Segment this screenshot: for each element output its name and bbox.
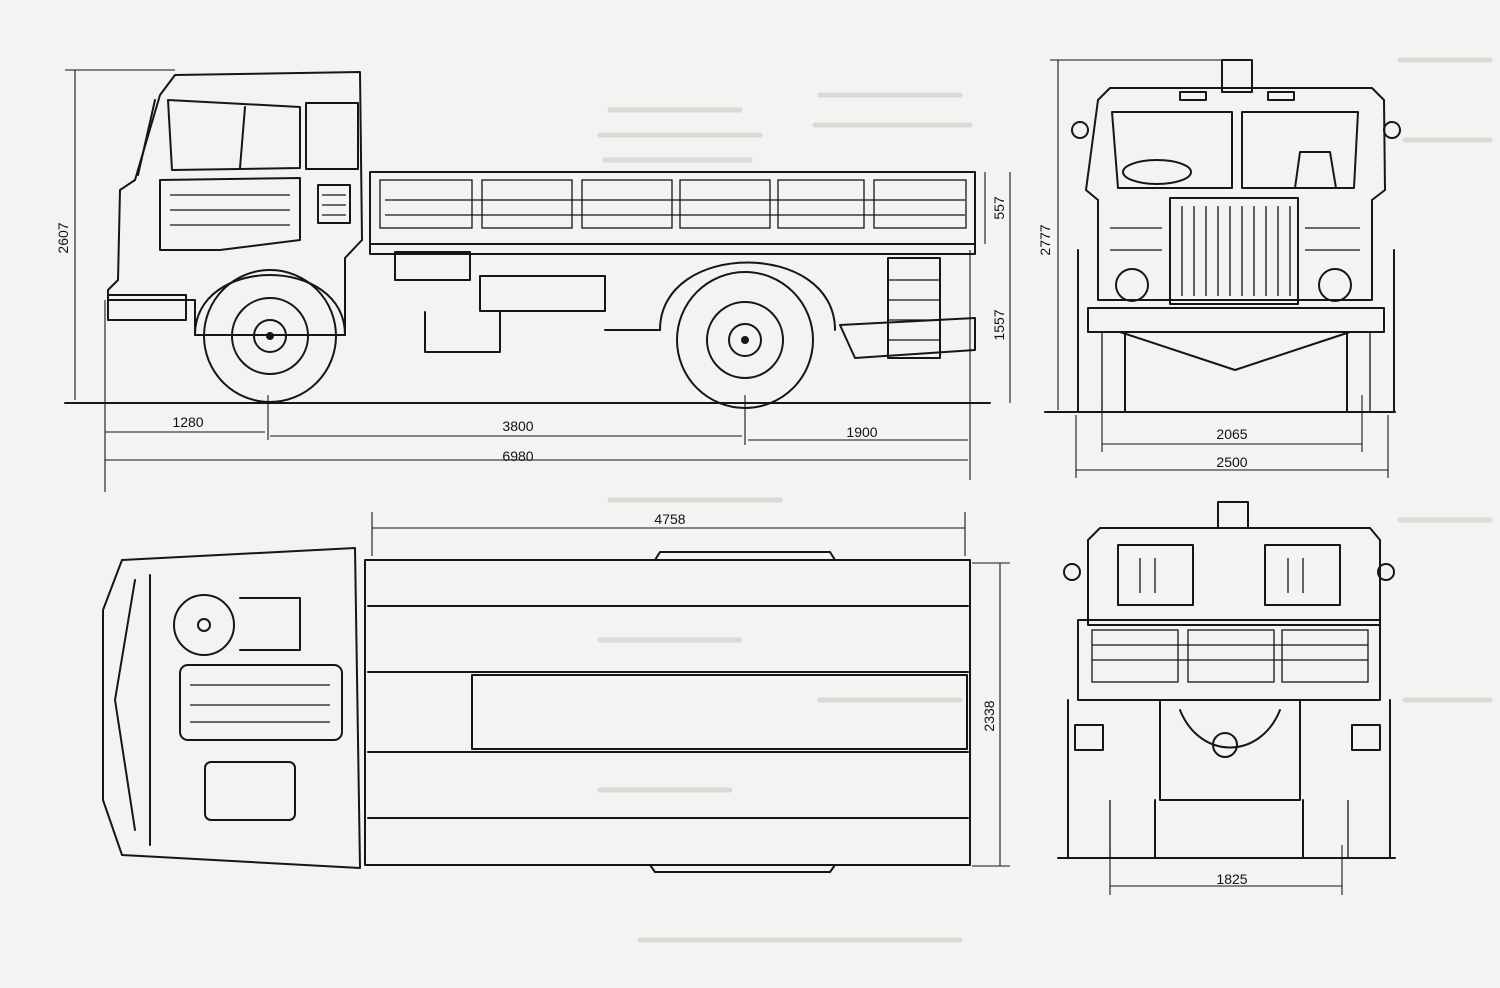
rear-dimensions bbox=[1109, 845, 1343, 895]
side-vent bbox=[317, 184, 351, 224]
rear-wheel bbox=[676, 271, 814, 409]
rear-cab-window bbox=[305, 102, 359, 170]
front-bumper bbox=[1087, 307, 1385, 333]
headlight-right bbox=[1318, 268, 1352, 302]
windshield-right bbox=[1241, 111, 1359, 189]
headlight-left bbox=[1115, 268, 1149, 302]
steering-wheel-top bbox=[173, 594, 235, 656]
side-dimensions bbox=[65, 69, 1011, 492]
fuel-tank bbox=[394, 251, 471, 281]
front-cab-outline bbox=[1085, 87, 1386, 301]
rear-window-right bbox=[1264, 544, 1341, 606]
seat-bench bbox=[179, 664, 343, 741]
radiator-grille bbox=[1169, 197, 1299, 305]
cab-window bbox=[167, 99, 301, 171]
windshield-left bbox=[1111, 111, 1233, 189]
top-dimensions bbox=[371, 512, 1010, 867]
label-bed-width: 2338 bbox=[981, 700, 997, 731]
top-view bbox=[102, 512, 1010, 873]
cargo-bed-top bbox=[364, 559, 971, 866]
label-front-height: 2777 bbox=[1037, 224, 1053, 255]
label-front-track: 2065 bbox=[1216, 426, 1247, 442]
label-overall-length: 6980 bbox=[502, 448, 533, 464]
cab-door bbox=[159, 177, 301, 251]
bed-panels bbox=[379, 179, 967, 229]
cab-outline bbox=[107, 71, 363, 336]
label-rail-height: 557 bbox=[991, 196, 1007, 220]
label-bed-length: 4758 bbox=[654, 511, 685, 527]
front-view bbox=[1044, 59, 1401, 478]
label-rear-overhang: 1900 bbox=[846, 424, 877, 440]
steering-wheel-front bbox=[1122, 159, 1192, 185]
label-wheelbase: 3800 bbox=[502, 418, 533, 434]
background-bleed-text bbox=[597, 57, 1493, 943]
rear-cab bbox=[1087, 527, 1381, 626]
battery-box bbox=[479, 275, 606, 312]
label-overall-width: 2500 bbox=[1216, 454, 1247, 470]
cab-top bbox=[102, 547, 361, 869]
roof-marker-lamp bbox=[1221, 59, 1253, 93]
rear-view bbox=[1057, 501, 1396, 895]
spare-wheel-rack bbox=[887, 257, 941, 359]
front-dimensions bbox=[1050, 59, 1389, 478]
front-wheel bbox=[203, 269, 337, 403]
rear-window-left bbox=[1117, 544, 1194, 606]
side-view bbox=[64, 69, 1011, 492]
tailboard bbox=[1077, 619, 1381, 701]
label-wheel-dia: 1557 bbox=[991, 309, 1007, 340]
label-side-height: 2607 bbox=[55, 222, 71, 253]
label-rear-track: 1825 bbox=[1216, 871, 1247, 887]
label-front-overhang: 1280 bbox=[172, 414, 203, 430]
